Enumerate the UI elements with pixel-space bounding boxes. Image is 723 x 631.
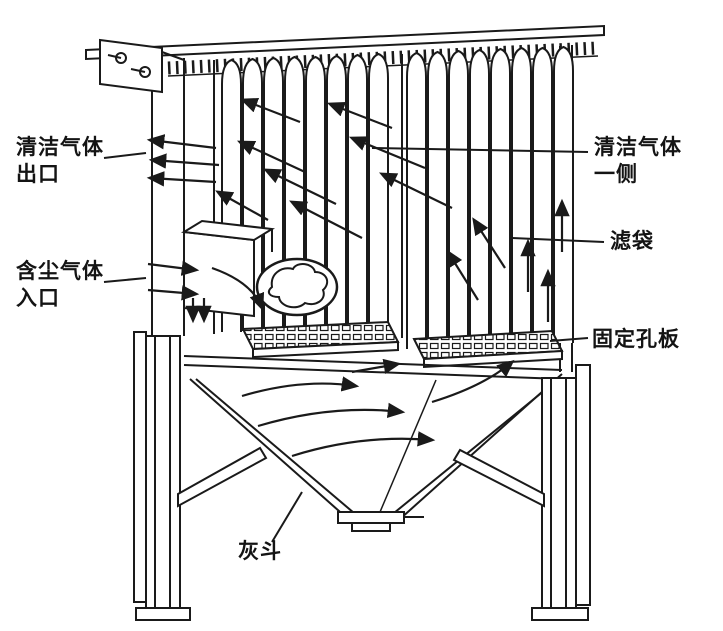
label-ash-hopper-text: 灰斗 [238, 540, 282, 563]
label-clean-gas-side-line1: 清洁气体 [594, 136, 682, 159]
label-dusty-gas-inlet: 含尘气体 入口 [16, 258, 104, 312]
support-leg-left [133, 331, 191, 621]
label-dusty-gas-inlet-line2: 入口 [16, 287, 60, 310]
foot-left [135, 607, 191, 621]
hopper [189, 373, 563, 520]
flow-arrows-clean-gas [146, 97, 570, 322]
label-fixed-plate: 固定孔板 [592, 326, 680, 353]
label-ash-hopper: 灰斗 [238, 538, 282, 565]
label-clean-gas-outlet-line1: 清洁气体 [16, 136, 104, 159]
label-clean-gas-side: 清洁气体 一侧 [594, 134, 682, 188]
foot-right [531, 607, 589, 621]
hopper-outlet-flange [337, 511, 424, 532]
label-dusty-gas-inlet-line1: 含尘气体 [16, 260, 104, 283]
label-fixed-plate-text: 固定孔板 [592, 328, 680, 351]
label-clean-gas-outlet-line2: 出口 [16, 163, 60, 186]
inlet-opening-blob [255, 257, 339, 317]
inlet-duct [180, 219, 276, 318]
flow-arrows-inlet [147, 260, 265, 324]
label-filter-bag: 滤袋 [610, 228, 654, 255]
brace-left [177, 446, 268, 508]
perforated-plate-left [241, 320, 400, 359]
flow-arrows-hopper [241, 358, 515, 458]
label-clean-gas-side-line2: 一侧 [594, 163, 638, 186]
support-leg-right [531, 364, 591, 621]
leader-lines [103, 147, 605, 543]
top-left-bracket [99, 38, 185, 94]
label-filter-bag-text: 滤袋 [610, 230, 654, 253]
brace-right [452, 448, 545, 508]
label-clean-gas-outlet: 清洁气体 出口 [16, 134, 104, 188]
braces [177, 446, 545, 508]
